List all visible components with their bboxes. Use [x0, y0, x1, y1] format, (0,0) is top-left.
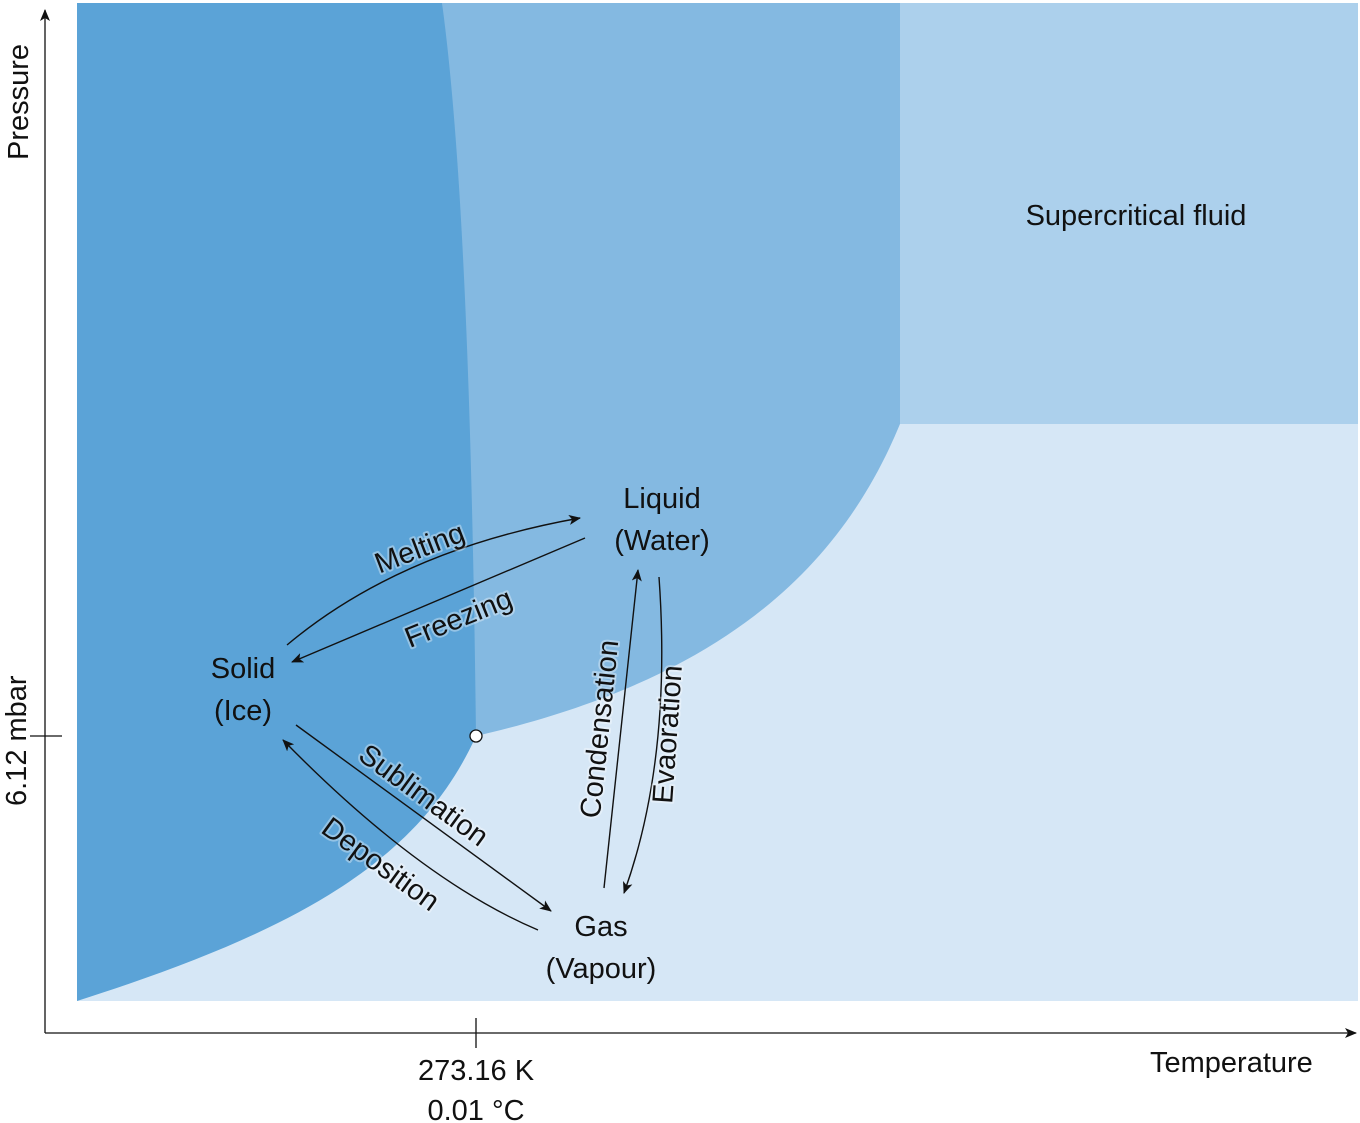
liquid-region [442, 3, 900, 736]
liquid-sublabel: (Water) [614, 525, 710, 557]
x-tick-label-celsius: 0.01 °C [427, 1095, 524, 1123]
condensation-arrow [603, 569, 642, 889]
triple-point [469, 729, 483, 743]
solid-region [77, 3, 476, 1001]
evaporation-arrow [623, 576, 663, 894]
x-axis-label: Temperature [1150, 1047, 1313, 1079]
y-tick-label: 6.12 mbar [1, 675, 33, 806]
solid-sublabel: (Ice) [214, 695, 272, 727]
sublimation-arrow [295, 724, 552, 912]
deposition-arrow [282, 739, 539, 931]
liquid-label: Liquid [623, 483, 700, 515]
supercritical-region [900, 3, 1358, 424]
supercritical-label: Supercritical fluid [1026, 200, 1247, 232]
solid-label: Solid [211, 653, 276, 685]
x-tick-label-kelvin: 273.16 K [418, 1055, 535, 1087]
gas-label: Gas [574, 911, 627, 943]
y-axis-label: Pressure [3, 44, 35, 160]
melting-arrow [286, 515, 581, 646]
freezing-arrow [291, 537, 586, 663]
gas-sublabel: (Vapour) [546, 953, 657, 985]
